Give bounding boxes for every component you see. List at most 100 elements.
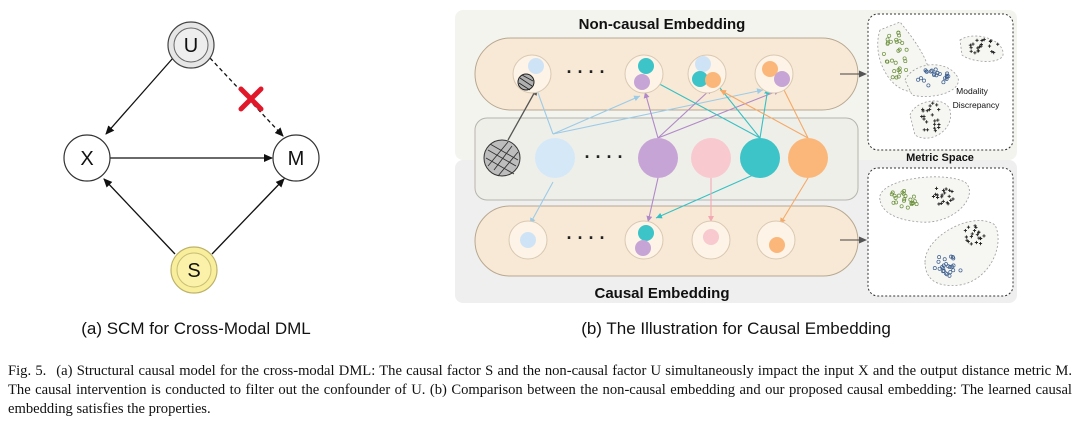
noncausal-item-3 bbox=[687, 54, 727, 94]
scatter-dot bbox=[937, 255, 942, 260]
causal-illustration: Non-causal Embedding Causal Embedding bbox=[455, 10, 1017, 303]
scatter-cross bbox=[933, 126, 937, 130]
scatter-dot bbox=[894, 37, 899, 42]
node-x-label: X bbox=[80, 148, 93, 170]
scatter-cross bbox=[989, 39, 993, 43]
figure-caption-label: Fig. 5. bbox=[8, 363, 47, 379]
figure-caption-text: (a) Structural causal model for the cros… bbox=[8, 363, 1072, 417]
scatter-cross bbox=[977, 230, 981, 234]
noncausal-item-2 bbox=[624, 54, 664, 94]
scatter-dot bbox=[944, 262, 949, 267]
scatter-dot bbox=[894, 39, 899, 44]
modality-label: Modality bbox=[956, 86, 988, 96]
scatter-cross bbox=[969, 46, 973, 50]
scatter-dot bbox=[894, 75, 899, 80]
scatter-cross bbox=[977, 45, 982, 49]
illustration-caption: (b) The Illustration for Causal Embeddin… bbox=[581, 319, 891, 338]
input-circle-purple bbox=[638, 138, 678, 178]
scatter-cross bbox=[950, 189, 954, 194]
scatter-dot bbox=[926, 83, 931, 88]
causal-ellipsis: · · · · bbox=[567, 228, 606, 248]
scatter-dot bbox=[900, 40, 905, 45]
node-u-label: U bbox=[184, 35, 198, 57]
scatter-dot bbox=[924, 69, 929, 74]
scatter-cross bbox=[992, 51, 996, 55]
scatter-dot bbox=[950, 255, 955, 260]
scatter-cross bbox=[947, 188, 952, 192]
scatter-cross bbox=[937, 125, 941, 130]
scatter-dot bbox=[896, 74, 901, 79]
scatter-cross bbox=[978, 242, 983, 246]
scatter-cross bbox=[947, 194, 951, 198]
scatter-cross bbox=[976, 49, 981, 53]
scatter-cross bbox=[936, 118, 940, 122]
noncausal-title: Non-causal Embedding bbox=[579, 16, 746, 33]
discrepancy-label: Discrepancy bbox=[953, 100, 1001, 110]
noncausal-item-4 bbox=[754, 54, 794, 94]
scatter-cross bbox=[928, 108, 932, 112]
scatter-dot bbox=[924, 69, 929, 74]
scribble-ball-icon bbox=[483, 139, 521, 177]
scatter-cross bbox=[965, 238, 969, 242]
scatter-dot bbox=[946, 264, 951, 269]
scatter-dot bbox=[922, 78, 926, 83]
scatter-dot bbox=[908, 197, 913, 202]
scatter-dot bbox=[905, 205, 910, 210]
scatter-cross bbox=[933, 119, 937, 123]
scatter-dot bbox=[911, 194, 916, 199]
scatter-dot bbox=[903, 194, 908, 198]
node-x: X bbox=[63, 134, 111, 182]
node-m-label: M bbox=[288, 148, 305, 170]
scatter-dot bbox=[909, 201, 914, 206]
scatter-dot bbox=[888, 39, 893, 44]
scatter-cross bbox=[935, 103, 939, 107]
scatter-cross bbox=[980, 38, 984, 43]
scatter-dot bbox=[914, 202, 919, 207]
scatter-dot bbox=[933, 67, 938, 72]
scatter-cross bbox=[969, 235, 973, 239]
figure-caption: Fig. 5.(a) Structural causal model for t… bbox=[8, 362, 1072, 419]
scatter-dot bbox=[885, 59, 890, 64]
input-circle-pink bbox=[691, 138, 731, 178]
input-circle-orange bbox=[788, 138, 828, 178]
scatter-cross bbox=[925, 128, 930, 132]
scatter-cross bbox=[990, 50, 994, 54]
scatter-cross bbox=[973, 51, 977, 55]
scatter-dot bbox=[928, 69, 933, 74]
figure-canvas: U X M S Non-causal Embedding Causal Embe… bbox=[63, 10, 1017, 338]
scatter-cross bbox=[982, 38, 986, 42]
scatter-dot bbox=[910, 201, 915, 205]
node-s: S bbox=[170, 246, 218, 294]
mini-scribble-icon bbox=[517, 73, 535, 91]
scatter-dot bbox=[896, 30, 901, 35]
input-circle-teal bbox=[740, 138, 780, 178]
scatter-dot bbox=[896, 68, 901, 73]
scatter-dot bbox=[891, 200, 896, 205]
scatter-cross bbox=[922, 128, 926, 132]
node-u: U bbox=[167, 21, 215, 69]
edge-u-x bbox=[105, 57, 174, 135]
noncausal-metric-space: Modality Discrepancy bbox=[867, 13, 1014, 151]
scatter-dot bbox=[945, 71, 950, 76]
scatter-cross bbox=[937, 202, 941, 206]
scatter-dot bbox=[940, 265, 945, 270]
scatter-cross bbox=[945, 201, 949, 205]
scatter-dot bbox=[943, 271, 948, 276]
scatter-dot bbox=[932, 72, 936, 77]
scatter-cross bbox=[982, 234, 986, 238]
scatter-cross bbox=[931, 101, 935, 105]
scatter-cross bbox=[921, 109, 925, 113]
scatter-dot bbox=[893, 60, 898, 65]
causal-title: Causal Embedding bbox=[594, 285, 729, 302]
scatter-dot bbox=[892, 193, 897, 198]
scatter-cross bbox=[930, 113, 934, 117]
scatter-dot bbox=[947, 273, 952, 278]
causal-item-4 bbox=[756, 220, 796, 260]
input-circle-blue bbox=[535, 138, 575, 178]
scatter-dot bbox=[941, 268, 946, 273]
scatter-cross bbox=[968, 43, 972, 47]
scatter-dot bbox=[934, 73, 939, 78]
scatter-cross bbox=[937, 122, 941, 127]
scatter-cross bbox=[928, 104, 932, 108]
causal-item-2 bbox=[624, 220, 664, 260]
